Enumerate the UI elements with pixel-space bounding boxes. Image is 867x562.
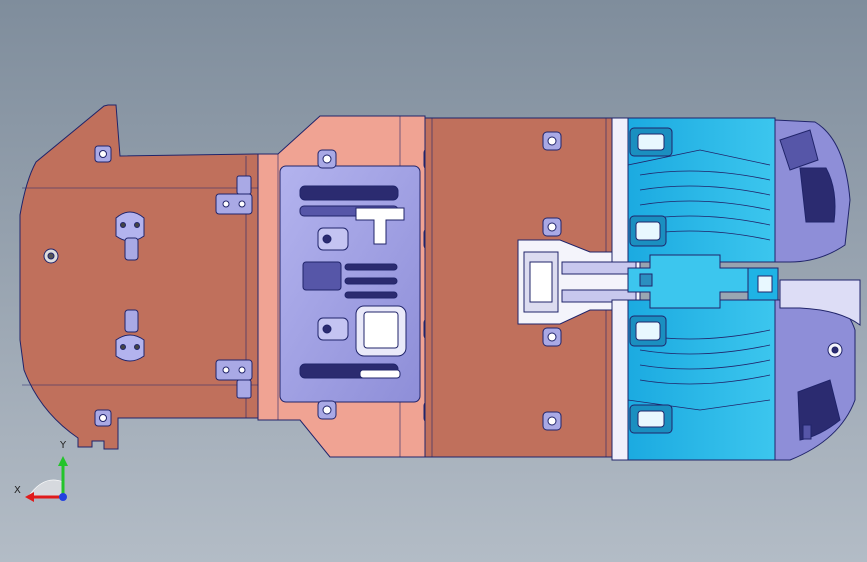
axis-z-dot [59, 493, 67, 501]
cross-member[interactable] [627, 254, 779, 309]
rear-floor-upper[interactable] [611, 117, 776, 263]
front-panel-mounts [115, 175, 253, 399]
front-floor-panel[interactable] [19, 104, 259, 450]
axis-x-label: X [14, 485, 21, 496]
center-panel-bolts [542, 131, 562, 431]
front-panel-bolts [43, 145, 112, 427]
tunnel-bracket[interactable] [517, 239, 641, 325]
axis-triad [25, 456, 68, 502]
rear-floor-lower[interactable] [611, 299, 776, 461]
rear-side-rail-lower[interactable] [774, 279, 861, 461]
seat-pan[interactable] [279, 165, 421, 403]
axis-y-label: Y [60, 440, 67, 451]
axis-y-arrow [58, 456, 68, 466]
rear-side-rail-upper[interactable] [774, 119, 851, 263]
axis-x-arrow [25, 492, 34, 502]
